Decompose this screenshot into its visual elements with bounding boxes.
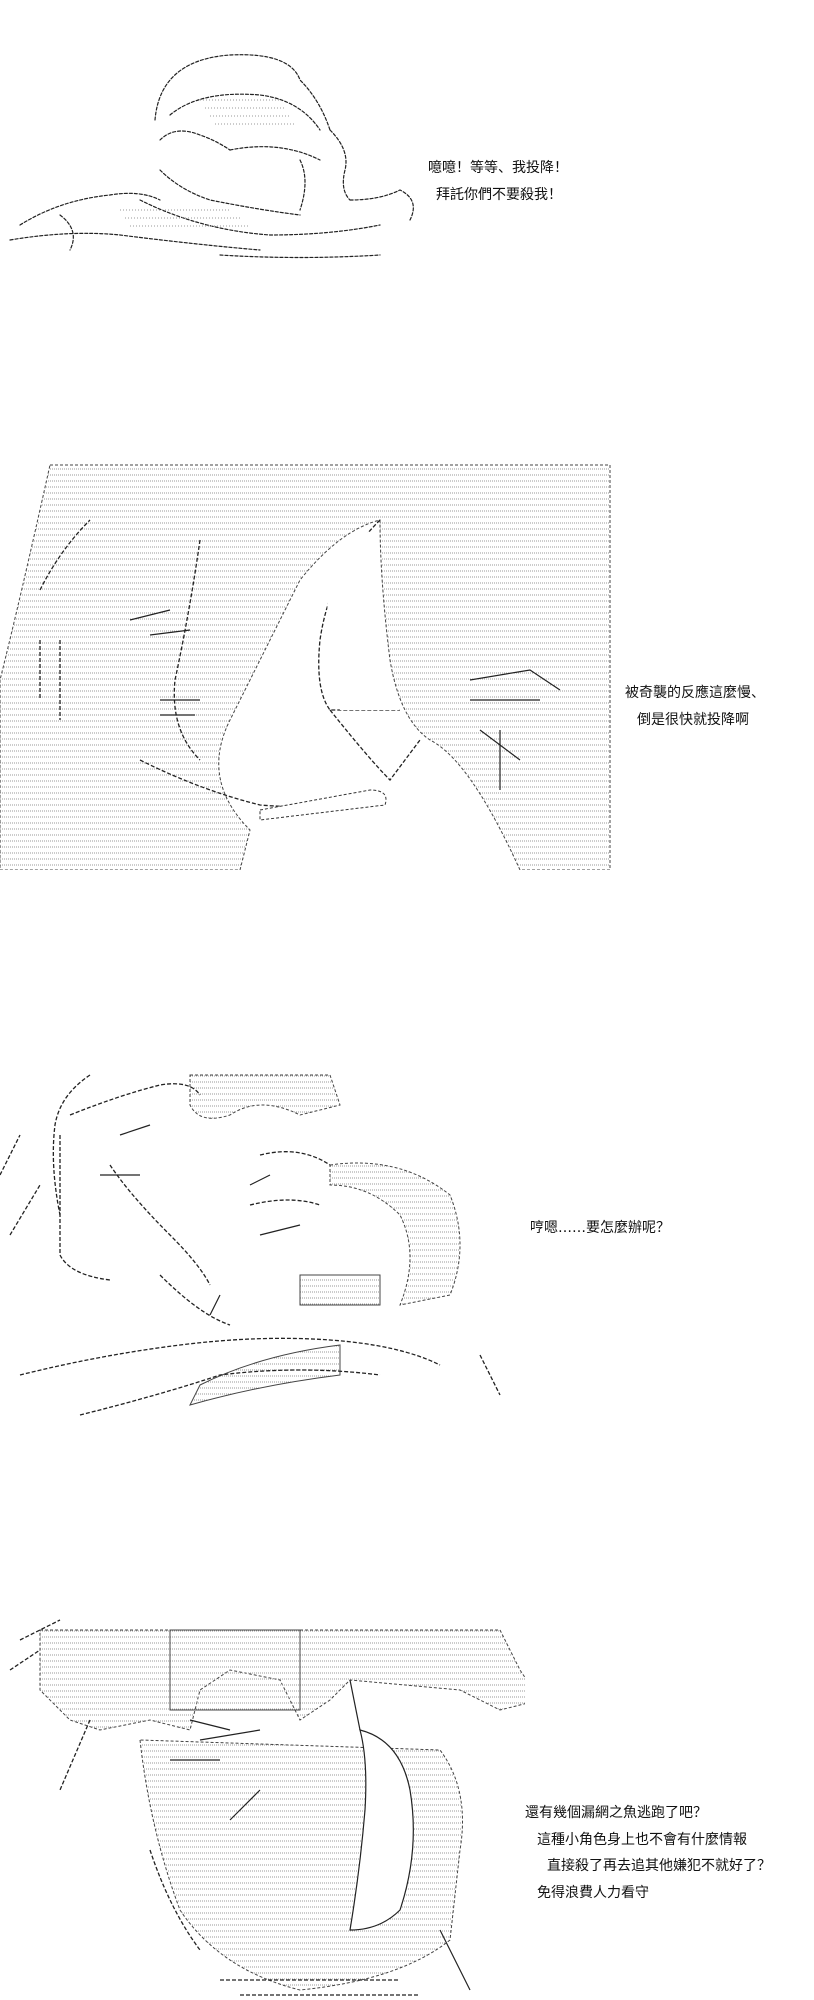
speech-line: 這種小角色身上也不會有什麼情報 <box>537 1831 747 1848</box>
speech-line: 倒是很快就投降啊 <box>637 711 749 728</box>
speech-dialogue: 噫噫！等等、我投降！ 拜託你們不要殺我！ <box>428 155 568 208</box>
speech-dialogue: 被奇襲的反應這麼慢、 倒是很快就投降啊 <box>625 680 765 733</box>
speech-line: 被奇襲的反應這麼慢、 <box>625 685 765 701</box>
kneeling-pleading-figure-ascii-art-icon <box>0 40 430 270</box>
speech-line: 免得浪費人力看守 <box>537 1884 649 1901</box>
speech-dialogue: 還有幾個漏網之魚逃跑了吧？ 這種小角色身上也不會有什麼情報 直接殺了再去追其他嫌… <box>525 1800 771 1906</box>
panel-1: 噫噫！等等、我投降！ 拜託你們不要殺我！ <box>0 0 814 300</box>
panel-4: 還有幾個漏網之魚逃跑了吧？ 這種小角色身上也不會有什麼情報 直接殺了再去追其他嫌… <box>0 1600 814 2000</box>
two-figures-closeup-ascii-art-icon <box>0 460 615 870</box>
speech-line: 哼嗯……要怎麼辦呢？ <box>530 1220 670 1236</box>
panel-3: 哼嗯……要怎麼辦呢？ <box>0 1040 814 1440</box>
speech-line: 噫噫！等等、我投降！ <box>428 160 568 176</box>
figure-closeup-ascii-art-icon <box>0 1610 525 2000</box>
panel-2: 被奇襲的反應這麼慢、 倒是很快就投降啊 <box>0 450 814 880</box>
thinking-figure-ascii-art-icon <box>0 1055 510 1430</box>
speech-line: 直接殺了再去追其他嫌犯不就好了？ <box>547 1858 771 1875</box>
speech-line: 還有幾個漏網之魚逃跑了吧？ <box>525 1805 707 1821</box>
speech-dialogue: 哼嗯……要怎麼辦呢？ <box>530 1215 670 1242</box>
speech-line: 拜託你們不要殺我！ <box>436 186 562 203</box>
